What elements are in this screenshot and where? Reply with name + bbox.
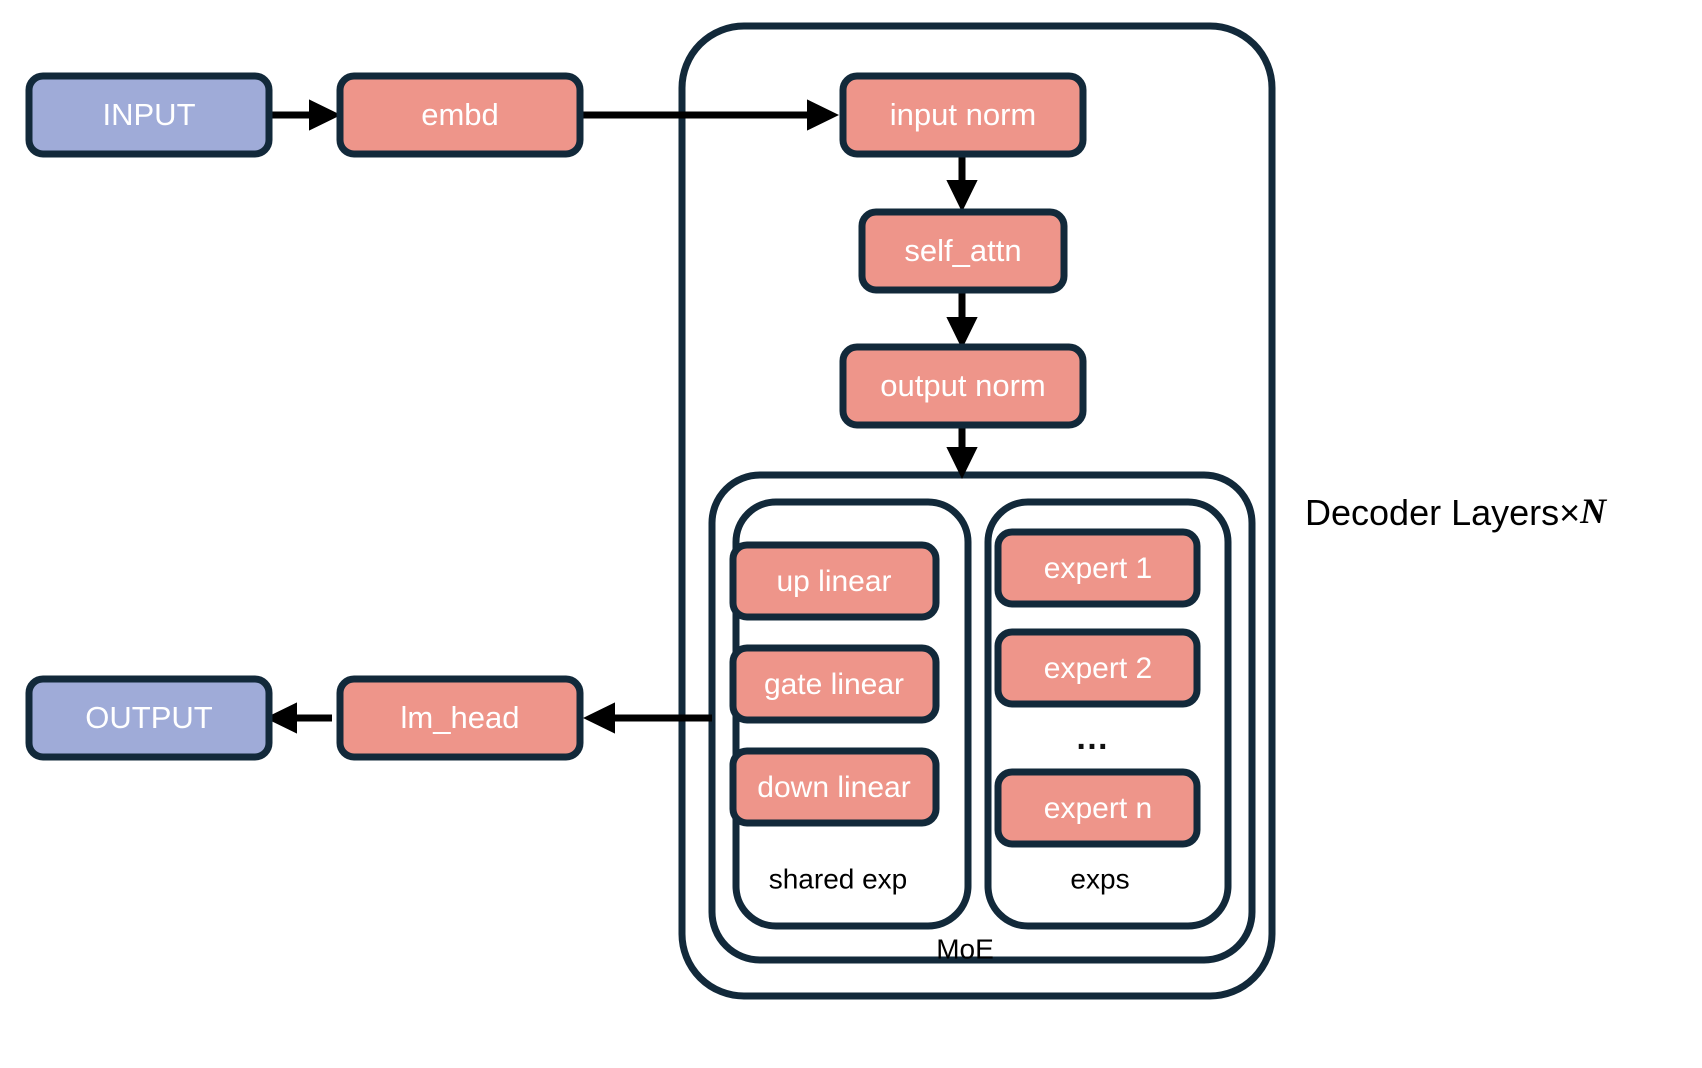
node-gate-linear[interactable]: gate linear (729, 644, 940, 724)
node-output-norm-label: output norm (880, 368, 1045, 403)
decoder-layers-caption: Decoder Layers×N (1305, 491, 1608, 532)
node-lm-head-label: lm_head (401, 700, 520, 735)
node-down-linear-label: down linear (757, 771, 910, 804)
node-output-norm[interactable]: output norm (839, 343, 1087, 429)
decoder-layers-caption-text: Decoder Layers× (1305, 492, 1580, 533)
node-self-attn-label: self_attn (904, 233, 1021, 268)
node-expert-2-label: expert 2 (1044, 652, 1152, 685)
node-expert-1-label: expert 1 (1044, 552, 1152, 585)
node-down-linear[interactable]: down linear (729, 747, 940, 827)
node-expert-2[interactable]: expert 2 (994, 628, 1201, 708)
node-embd-label: embd (421, 97, 499, 132)
node-expert-n[interactable]: expert n (994, 768, 1201, 848)
node-output[interactable]: OUTPUT (25, 675, 273, 761)
decoder-layers-count: N (1579, 491, 1608, 531)
node-expert-1[interactable]: expert 1 (994, 528, 1201, 608)
node-expert-n-label: expert n (1044, 792, 1152, 825)
node-input-label: INPUT (103, 97, 196, 132)
experts-ellipsis: … (1075, 719, 1111, 757)
node-self-attn[interactable]: self_attn (858, 208, 1068, 294)
node-input-norm-label: input norm (890, 97, 1036, 132)
node-input[interactable]: INPUT (25, 72, 273, 158)
node-lm-head[interactable]: lm_head (336, 675, 584, 761)
shared-expert-label: shared exp (769, 863, 908, 894)
node-up-linear-label: up linear (776, 565, 891, 598)
experts-label: exps (1070, 863, 1129, 894)
moe-label: MoE (936, 933, 994, 964)
node-up-linear[interactable]: up linear (729, 541, 940, 621)
decoder-layers-container (678, 22, 1276, 1000)
node-output-label: OUTPUT (85, 700, 213, 735)
node-gate-linear-label: gate linear (764, 668, 904, 701)
node-input-norm[interactable]: input norm (839, 72, 1087, 158)
node-embd[interactable]: embd (336, 72, 584, 158)
